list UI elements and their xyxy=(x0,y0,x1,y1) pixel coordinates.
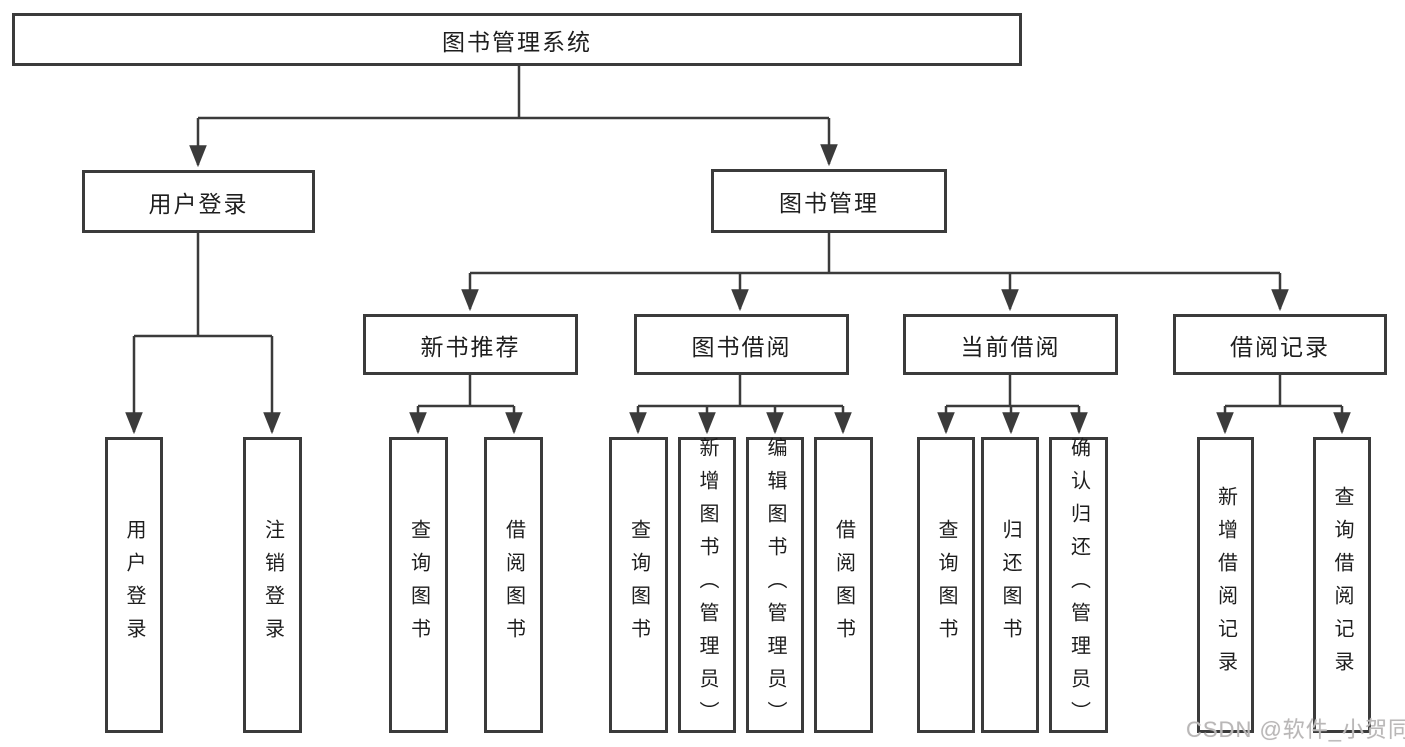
node-book-management: 图书管理 xyxy=(711,169,947,233)
node-borrowing-records: 借阅记录 xyxy=(1173,314,1387,375)
leaf-records-query-borrow-record-label: 查询借阅记录 xyxy=(1331,486,1353,684)
node-borrowing-records-label: 借阅记录 xyxy=(1230,333,1330,360)
leaf-user-login: 用户登录 xyxy=(105,437,163,733)
leaf-logout-label: 注销登录 xyxy=(261,519,284,651)
node-new-book-recommendation-label: 新书推荐 xyxy=(420,333,521,360)
leaf-current-confirm-return-admin-label: 确认归还（管理员） xyxy=(1067,436,1090,734)
node-current-borrowing: 当前借阅 xyxy=(903,314,1118,375)
leaf-records-add-borrow-record-label: 新增借阅记录 xyxy=(1214,486,1237,684)
leaf-borrow-borrow-books: 借阅图书 xyxy=(814,437,873,733)
node-book-borrowing-label: 图书借阅 xyxy=(691,333,792,360)
node-book-management-label: 图书管理 xyxy=(779,190,879,216)
leaf-current-query-books: 查询图书 xyxy=(917,437,975,733)
leaf-current-query-books-label: 查询图书 xyxy=(935,519,957,651)
node-book-borrowing: 图书借阅 xyxy=(634,314,849,375)
leaf-borrow-add-books-admin: 新增图书（管理员） xyxy=(678,436,736,734)
leaf-borrow-edit-books-admin-label: 编辑图书（管理员） xyxy=(764,436,786,734)
leaf-recommend-query-books: 查询图书 xyxy=(389,437,448,733)
node-user-login-label: 用户登录 xyxy=(148,190,249,217)
leaf-recommend-borrow-books: 借阅图书 xyxy=(484,437,543,733)
leaf-current-confirm-return-admin: 确认归还（管理员） xyxy=(1049,436,1108,734)
node-library-management-system: 图书管理系统 xyxy=(12,13,1022,66)
leaf-records-query-borrow-record: 查询借阅记录 xyxy=(1313,437,1371,733)
leaf-logout: 注销登录 xyxy=(243,437,302,733)
node-new-book-recommendation: 新书推荐 xyxy=(363,314,578,375)
leaf-current-return-books: 归还图书 xyxy=(981,437,1039,733)
leaf-borrow-edit-books-admin: 编辑图书（管理员） xyxy=(746,436,804,734)
leaf-records-add-borrow-record: 新增借阅记录 xyxy=(1197,437,1254,733)
leaf-recommend-query-books-label: 查询图书 xyxy=(407,519,430,651)
node-library-management-system-label: 图书管理系统 xyxy=(442,28,592,55)
leaf-current-return-books-label: 归还图书 xyxy=(999,519,1021,651)
leaf-borrow-query-books: 查询图书 xyxy=(609,437,668,733)
csdn-watermark: CSDN @软件_小贺同学 xyxy=(1186,717,1405,742)
node-current-borrowing-label: 当前借阅 xyxy=(960,333,1061,360)
leaf-borrow-add-books-admin-label: 新增图书（管理员） xyxy=(696,436,718,734)
leaf-borrow-borrow-books-label: 借阅图书 xyxy=(832,519,855,651)
leaf-borrow-query-books-label: 查询图书 xyxy=(627,519,650,651)
leaf-user-login-label: 用户登录 xyxy=(123,519,145,651)
leaf-recommend-borrow-books-label: 借阅图书 xyxy=(502,519,525,651)
node-user-login: 用户登录 xyxy=(82,170,315,233)
